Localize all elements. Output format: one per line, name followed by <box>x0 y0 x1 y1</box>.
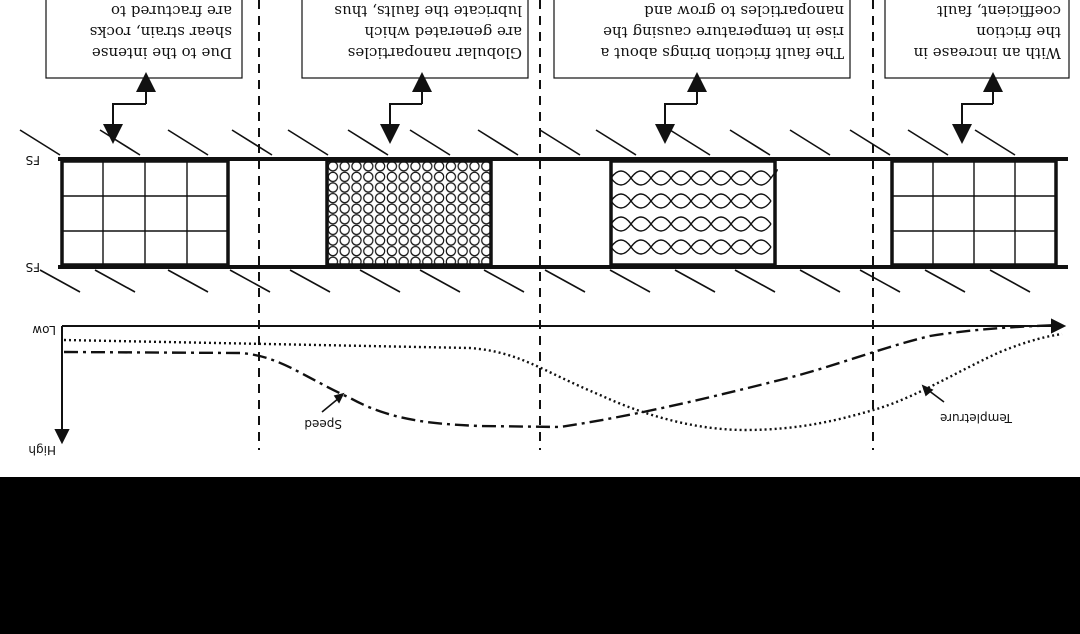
arrow-4 <box>962 82 994 134</box>
stage-dividers <box>258 0 874 450</box>
caption-box-1: Due to the intense shear strain, rocks a… <box>45 0 243 79</box>
caption-2-line-1: Globular nanoparticles <box>348 44 522 62</box>
caption-3-line-2: rise in temperature causing the <box>603 23 844 41</box>
curves <box>63 323 1063 432</box>
fs-label-bottom: FS <box>26 260 40 274</box>
graph-axes <box>54 318 1067 445</box>
lower-hatches <box>39 269 1031 293</box>
axis-high-label: High <box>28 443 56 457</box>
caption-1-line-2: shear strain, rocks <box>90 23 232 41</box>
speed-label: Speed <box>304 417 342 431</box>
recovered-rock-block <box>890 159 1058 267</box>
lightning-arrows <box>113 72 1003 134</box>
bottom-black-band <box>0 477 1080 634</box>
fault-surfaces <box>58 157 1068 269</box>
arrow-2 <box>390 82 423 134</box>
fractured-rock-block <box>60 159 230 267</box>
speed-curve <box>63 323 1063 429</box>
caption-box-4: With an increase in the friction coeffic… <box>884 0 1070 79</box>
temperature-label: Templetrure <box>940 411 1013 425</box>
fs-label-top: FS <box>26 153 40 167</box>
axis-low-label: Low <box>32 323 56 337</box>
caption-box-3: The fault friction brings about a rise i… <box>553 0 851 79</box>
caption-4-line-1: With an increase in <box>913 44 1061 62</box>
arrow-3 <box>665 82 698 134</box>
curve-pointers <box>321 384 945 413</box>
caption-2-line-3: lubricate the faults, thus <box>334 2 522 20</box>
globular-nanoparticle-block <box>325 159 493 267</box>
upper-hatches <box>19 129 1016 156</box>
caption-1-line-3: are fractured to <box>111 2 232 20</box>
caption-2-line-2: are generated which <box>364 23 522 41</box>
caption-box-2: Globular nanoparticles are generated whi… <box>301 0 529 79</box>
grown-nanoparticle-block <box>609 159 778 267</box>
caption-4-line-2: the friction <box>976 23 1061 41</box>
caption-4-line-3: coefficient, fault <box>937 2 1061 20</box>
caption-3-line-3: nanoparticles to grow and <box>644 2 844 20</box>
arrow-1 <box>113 82 147 134</box>
temperature-curve <box>63 332 1063 432</box>
caption-1-line-1: Due to the intense <box>92 44 232 62</box>
caption-3-line-1: The fault friction brings about a <box>600 44 844 62</box>
